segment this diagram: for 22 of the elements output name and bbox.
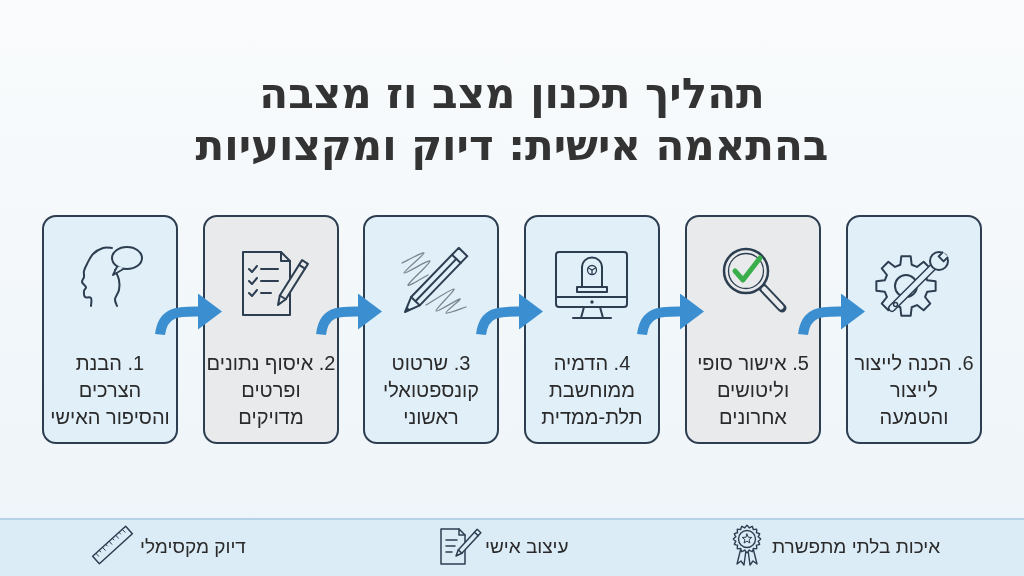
feature-label: דיוק מקסימלי: [140, 536, 246, 558]
step-box: [363, 215, 499, 444]
step-label: 6. הכנה לייצור לייצור והטמעה: [854, 350, 974, 430]
step-box: [846, 215, 982, 444]
step-box: [524, 215, 660, 444]
step-box: [685, 215, 821, 444]
step-label: 5. אישור סופי וליטושים אחרונים: [697, 350, 809, 430]
curved-arrow: [637, 293, 704, 336]
step-label: 2. איסוף נתונים ופרטים מדויקים: [206, 350, 336, 430]
curved-arrow: [155, 293, 222, 336]
curved-arrow: [316, 293, 382, 336]
title: תהליך תכנון מצב וז מצבה בהתאמה אישית: דיוק ומקצועיות: [195, 68, 829, 172]
feature-label: איכות בלתי מתפשרת: [772, 536, 941, 558]
info-band: [0, 518, 1024, 576]
step-label: 3. שרטוט קונספטואלי ראשוני: [382, 350, 480, 430]
step-box: [203, 215, 339, 444]
step-box: [42, 215, 178, 444]
step-label: 4. הדמיה ממוחשבת תלת-ממדית: [541, 350, 643, 430]
curved-arrow: [476, 293, 543, 336]
feature-label: עיצוב אישי: [485, 536, 569, 558]
step-label: 1. הבנת הצרכים והסיפור האישי: [50, 350, 170, 430]
curved-arrow: [798, 293, 865, 336]
